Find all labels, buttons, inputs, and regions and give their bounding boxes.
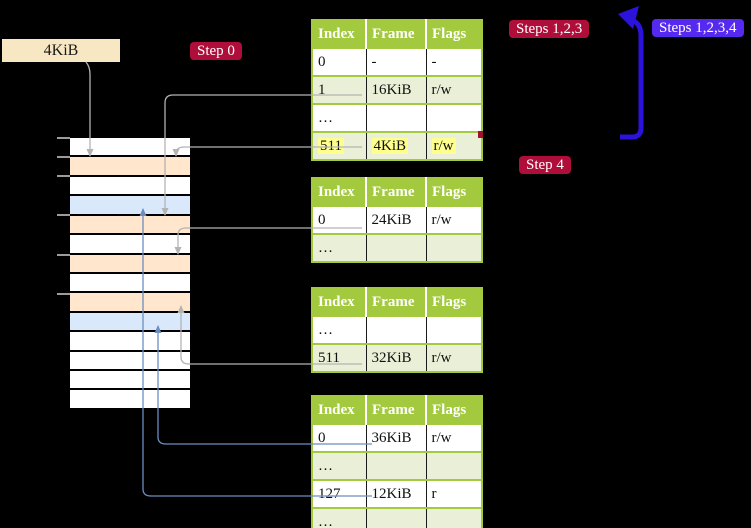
table-row: 127 12KiB r — [312, 479, 482, 508]
cell-index: 511 — [312, 131, 366, 160]
cell-frame: 12KiB — [365, 479, 426, 508]
memory-row-orange — [70, 293, 190, 311]
table-row-highlighted: 511 4KiB r/w — [312, 131, 482, 160]
memory-row-orange — [70, 157, 190, 175]
cell-index: … — [312, 507, 366, 528]
cell-flags — [425, 451, 482, 480]
memory-row-blue — [70, 196, 190, 214]
memory-row-white — [70, 390, 190, 408]
highlight: r/w — [431, 137, 456, 154]
memory-tick — [57, 175, 70, 177]
frame-size-label: 4KiB — [2, 39, 120, 62]
highlight: 4KiB — [371, 137, 409, 154]
memory-tick — [57, 293, 70, 295]
memory-tick — [57, 214, 70, 216]
table-row: 0 - - — [312, 47, 482, 76]
col-flags: Flags — [425, 178, 482, 206]
cell-flags — [425, 507, 482, 528]
cell-frame — [365, 233, 426, 262]
memory-row-blue — [70, 312, 190, 331]
cell-frame: 32KiB — [365, 343, 426, 372]
cell-flags: r/w — [425, 423, 482, 452]
memory-row-orange — [70, 215, 190, 234]
cell-index: 127 — [312, 479, 366, 508]
badge-step-4: Step 4 — [519, 156, 571, 174]
cell-index: … — [312, 315, 366, 344]
cell-index: 1 — [312, 75, 366, 104]
table-header-row: Index Frame Flags — [312, 20, 482, 48]
col-flags: Flags — [425, 396, 482, 424]
cell-flags: r/w — [425, 343, 482, 372]
cell-index: 0 — [312, 47, 366, 76]
cell-index: 0 — [312, 423, 366, 452]
col-frame: Frame — [365, 288, 426, 316]
table-row: … — [312, 233, 482, 262]
cell-index: … — [312, 103, 366, 132]
memory-row-white — [70, 351, 190, 370]
col-index: Index — [312, 178, 366, 206]
highlight: 511 — [318, 137, 344, 154]
cell-flags: r/w — [425, 205, 482, 234]
memory-row-white — [70, 332, 190, 350]
table-header-row: Index Frame Flags — [312, 288, 482, 316]
cell-flags — [425, 233, 482, 262]
memory-row-white — [70, 273, 190, 292]
col-index: Index — [312, 396, 366, 424]
table-header-row: Index Frame Flags — [312, 178, 482, 206]
cell-flags: r — [425, 479, 482, 508]
memory-row-white — [70, 371, 190, 389]
cell-frame: 36KiB — [365, 423, 426, 452]
col-frame: Frame — [365, 20, 426, 48]
col-frame: Frame — [365, 178, 426, 206]
cell-frame — [365, 103, 426, 132]
memory-row-white — [70, 235, 190, 253]
cell-index: 0 — [312, 205, 366, 234]
table-row: 1 16KiB r/w — [312, 75, 482, 104]
table-row: … — [312, 103, 482, 132]
cell-flags — [425, 315, 482, 344]
col-flags: Flags — [425, 20, 482, 48]
table-row: … — [312, 451, 482, 480]
red-marker — [478, 131, 483, 138]
memory-row-white — [70, 138, 190, 156]
page-table-level3: Index Frame Flags 0 24KiB r/w … — [311, 177, 483, 263]
cell-frame: 16KiB — [365, 75, 426, 104]
table-row: 0 36KiB r/w — [312, 423, 482, 452]
arrow-steps-flow — [618, 6, 644, 140]
col-flags: Flags — [425, 288, 482, 316]
cell-flags: r/w — [425, 131, 482, 160]
memory-tick — [57, 156, 70, 158]
table-row: … — [312, 507, 482, 528]
badge-steps-123: Steps 1,2,3 — [509, 20, 590, 38]
cell-index: … — [312, 233, 366, 262]
memory-row-white — [70, 176, 190, 195]
cell-frame: 4KiB — [365, 131, 426, 160]
cell-index: … — [312, 451, 366, 480]
badge-steps-1234: Steps 1,2,3,4 — [652, 19, 744, 37]
table-row: 511 32KiB r/w — [312, 343, 482, 372]
table-header-row: Index Frame Flags — [312, 396, 482, 424]
cell-flags: - — [425, 47, 482, 76]
page-table-level1: Index Frame Flags 0 36KiB r/w … 127 12Ki… — [311, 395, 483, 528]
cell-flags — [425, 103, 482, 132]
col-frame: Frame — [365, 396, 426, 424]
page-table-level2: Index Frame Flags … 511 32KiB r/w — [311, 287, 483, 373]
col-index: Index — [312, 288, 366, 316]
memory-row-orange — [70, 254, 190, 272]
memory-tick — [57, 137, 70, 139]
physical-memory-stack — [70, 136, 190, 410]
cell-frame: 24KiB — [365, 205, 426, 234]
memory-tick — [57, 254, 70, 256]
table-row: 0 24KiB r/w — [312, 205, 482, 234]
cell-frame — [365, 507, 426, 528]
cell-flags: r/w — [425, 75, 482, 104]
page-table-level4: Index Frame Flags 0 - - 1 16KiB r/w … 51… — [311, 19, 483, 161]
cell-frame — [365, 451, 426, 480]
table-row: … — [312, 315, 482, 344]
col-index: Index — [312, 20, 366, 48]
badge-step-0: Step 0 — [190, 42, 242, 60]
cell-frame: - — [365, 47, 426, 76]
cell-frame — [365, 315, 426, 344]
cell-index: 511 — [312, 343, 366, 372]
